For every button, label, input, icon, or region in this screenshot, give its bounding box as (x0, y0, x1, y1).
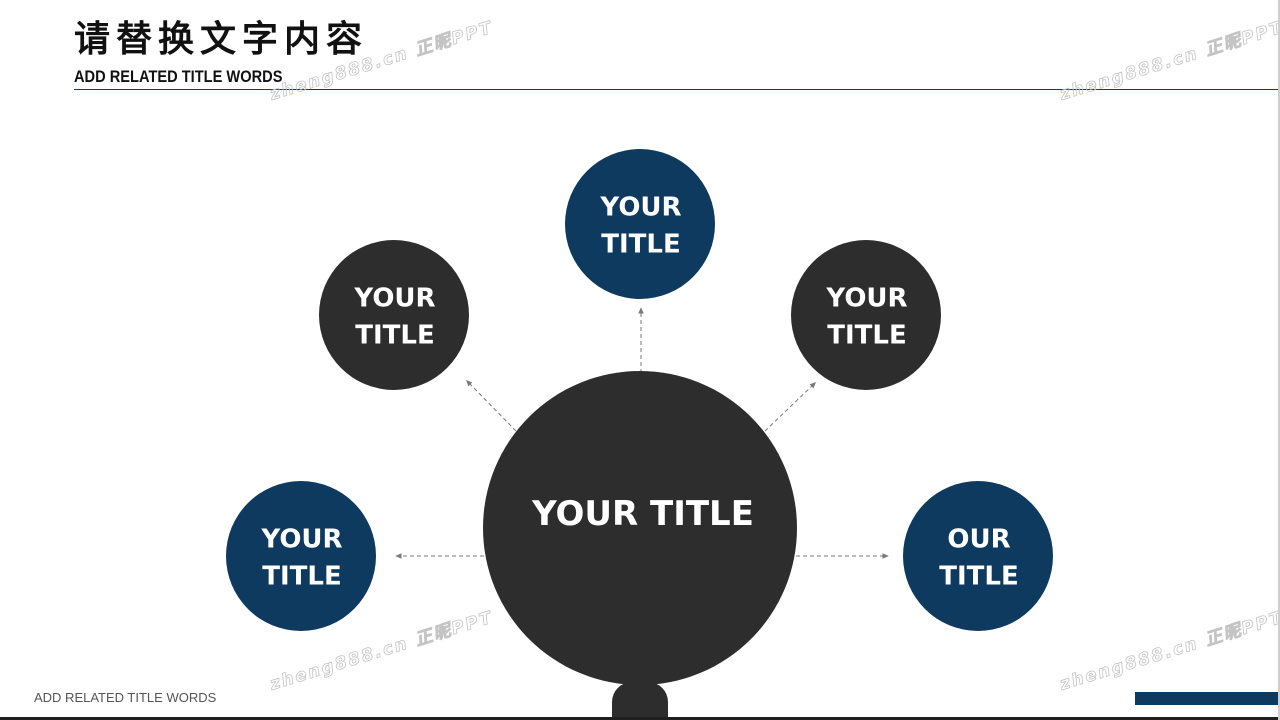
outer-nodes: YOUR TITLE YOUR TITLE YOUR TITLE YOUR TITLE OUR T… (226, 149, 1053, 631)
diagram-node-label: TITLE (601, 230, 680, 260)
diagram-node-label: YOUR (599, 193, 681, 223)
bottom-edge-strip (0, 717, 1280, 720)
center-hub: YOUR TITLE (483, 371, 797, 685)
watermark-text: zheng888.cn 正昵PPT (1057, 18, 1280, 105)
diagram-node-label: YOUR (260, 525, 342, 555)
watermark-text: zheng888.cn 正昵PPT (267, 18, 496, 105)
diagram-node-label: TITLE (355, 321, 434, 351)
diagram-node-label: TITLE (262, 562, 341, 592)
connector-arrow (466, 379, 517, 432)
diagram-node: YOUR TITLE (565, 149, 715, 299)
footer-accent-bar (1135, 692, 1280, 705)
connector-group (395, 307, 889, 559)
center-hub-circle (483, 371, 797, 685)
hub-stem (612, 682, 668, 720)
slide-title: 请替换文字内容 (74, 19, 369, 60)
diagram-node: OUR TITLE (903, 481, 1053, 631)
header-rule (74, 89, 1280, 90)
diagram-node-label: TITLE (939, 562, 1018, 592)
connector-arrow (764, 382, 817, 432)
diagram-node: YOUR TITLE (226, 481, 376, 631)
diagram-node: YOUR TITLE (791, 240, 941, 390)
diagram-node-circle (565, 149, 715, 299)
watermark-text: zheng888.cn 正昵PPT (1057, 608, 1280, 695)
footer-text: ADD RELATED TITLE WORDS (34, 690, 217, 705)
diagram-node-label: OUR (947, 525, 1010, 555)
diagram-node-circle (903, 481, 1053, 631)
slide-subtitle: ADD RELATED TITLE WORDS (74, 67, 283, 86)
center-hub-label: YOUR TITLE (531, 494, 754, 534)
diagram-node-circle (226, 481, 376, 631)
diagram-node-circle (319, 240, 469, 390)
diagram-node-label: YOUR (353, 284, 435, 314)
diagram-node-circle (791, 240, 941, 390)
diagram-node-label: YOUR (825, 284, 907, 314)
right-edge-strip (1278, 0, 1280, 720)
diagram-node-label: TITLE (827, 321, 906, 351)
diagram-node: YOUR TITLE (319, 240, 469, 390)
